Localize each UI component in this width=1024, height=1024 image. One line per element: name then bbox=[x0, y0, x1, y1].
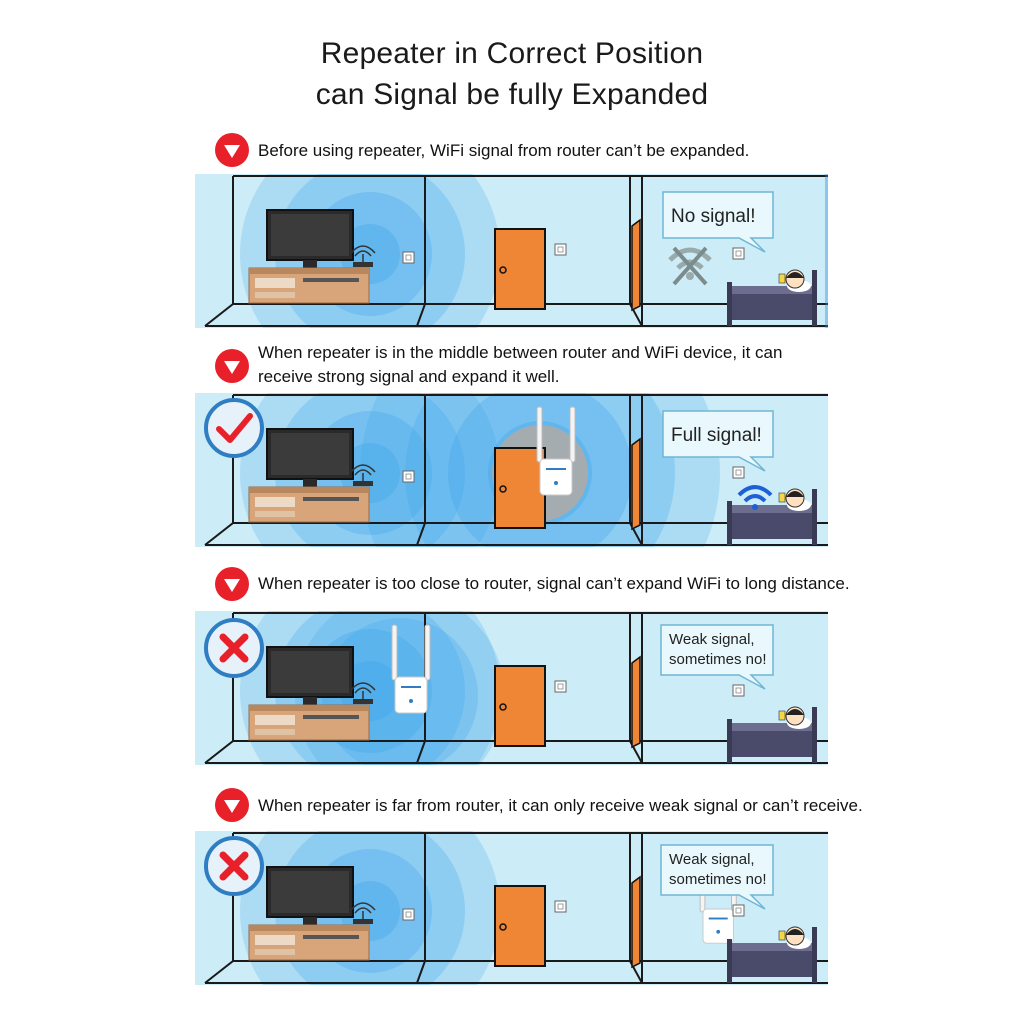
bed-with-person-icon bbox=[727, 269, 817, 326]
tv-cabinet bbox=[248, 267, 370, 304]
page-title-line-2: can Signal be fully Expanded bbox=[315, 78, 709, 111]
scene-1-caption: Before using repeater, WiFi signal from … bbox=[258, 139, 749, 163]
speech-bubble: No signal! bbox=[662, 191, 774, 253]
scene-1-illustration: No signal! bbox=[195, 124, 828, 384]
scene-2-caption-line-1: When repeater is in the middle between r… bbox=[258, 343, 783, 362]
television-icon bbox=[266, 209, 354, 268]
wall-outlet-icon bbox=[732, 684, 745, 697]
speech-bubble-text-line: sometimes no! bbox=[669, 871, 767, 888]
tv-cabinet bbox=[248, 924, 370, 961]
wall-outlet-icon bbox=[402, 251, 415, 264]
red-triangle-bullet-icon bbox=[215, 133, 249, 167]
speech-bubble-text-line: Weak signal, bbox=[669, 851, 755, 868]
speech-bubble: Full signal! bbox=[662, 410, 774, 472]
wall-outlet-icon bbox=[402, 470, 415, 483]
cross-badge-icon bbox=[204, 618, 264, 678]
wall-outlet-icon bbox=[732, 904, 745, 917]
scene-1-caption-line-1: Before using repeater, WiFi signal from … bbox=[258, 141, 750, 160]
wall-outlet-icon bbox=[732, 247, 745, 260]
television-icon bbox=[266, 866, 354, 925]
tv-cabinet bbox=[248, 486, 370, 523]
bed-with-person-icon bbox=[727, 706, 817, 763]
wall-outlet-icon bbox=[402, 908, 415, 921]
router-wifi-icon bbox=[350, 682, 376, 704]
scene-3-caption: When repeater is too close to router, si… bbox=[258, 572, 850, 596]
check-badge-icon bbox=[204, 398, 264, 458]
scene-4-caption-line-1: When repeater is far from router, it can… bbox=[258, 796, 863, 815]
scene-2-illustration: Full signal! bbox=[195, 293, 828, 653]
door bbox=[494, 875, 641, 969]
full-signal-wifi-icon bbox=[737, 485, 773, 510]
speech-bubble-text-line: Weak signal, bbox=[669, 631, 755, 648]
door bbox=[494, 655, 641, 749]
speech-bubble-text-line: sometimes no! bbox=[669, 651, 767, 668]
tv-cabinet bbox=[248, 704, 370, 741]
wall-outlet-icon bbox=[554, 680, 567, 693]
no-signal-wifi-icon bbox=[668, 246, 712, 286]
speech-bubble-text-line: Full signal! bbox=[671, 425, 762, 446]
television-icon bbox=[266, 428, 354, 487]
router-wifi-icon bbox=[350, 902, 376, 924]
wall-outlet-icon bbox=[554, 243, 567, 256]
scene-2-caption-line-2: receive strong signal and expand it well… bbox=[258, 367, 560, 386]
scene-2-caption: When repeater is in the middle between r… bbox=[258, 341, 782, 389]
speech-bubble: Weak signal, sometimes no! bbox=[660, 844, 774, 910]
red-triangle-bullet-icon bbox=[215, 567, 249, 601]
router-wifi-icon bbox=[350, 245, 376, 267]
scene-4-illustration: Weak signal, sometimes no! bbox=[195, 781, 828, 1024]
repeater-device-icon bbox=[536, 406, 576, 496]
speech-bubble: Weak signal, sometimes no! bbox=[660, 624, 774, 690]
red-triangle-bullet-icon bbox=[215, 788, 249, 822]
television-icon bbox=[266, 646, 354, 705]
router-wifi-icon bbox=[350, 464, 376, 486]
bed-with-person-icon bbox=[727, 926, 817, 983]
repeater-device-icon bbox=[391, 624, 431, 714]
door bbox=[494, 218, 641, 312]
speech-bubble-text-line: No signal! bbox=[671, 206, 756, 227]
wall-outlet-icon bbox=[554, 900, 567, 913]
scene-3-illustration: Weak signal, sometimes no! bbox=[195, 561, 828, 821]
bed-with-person-icon bbox=[727, 488, 817, 545]
wall-outlet-icon bbox=[732, 466, 745, 479]
scene-4-caption: When repeater is far from router, it can… bbox=[258, 794, 863, 818]
page-title-line-1: Repeater in Correct Position bbox=[320, 37, 704, 70]
scene-3-caption-line-1: When repeater is too close to router, si… bbox=[258, 574, 850, 593]
red-triangle-bullet-icon bbox=[215, 349, 249, 383]
cross-badge-icon bbox=[204, 836, 264, 896]
